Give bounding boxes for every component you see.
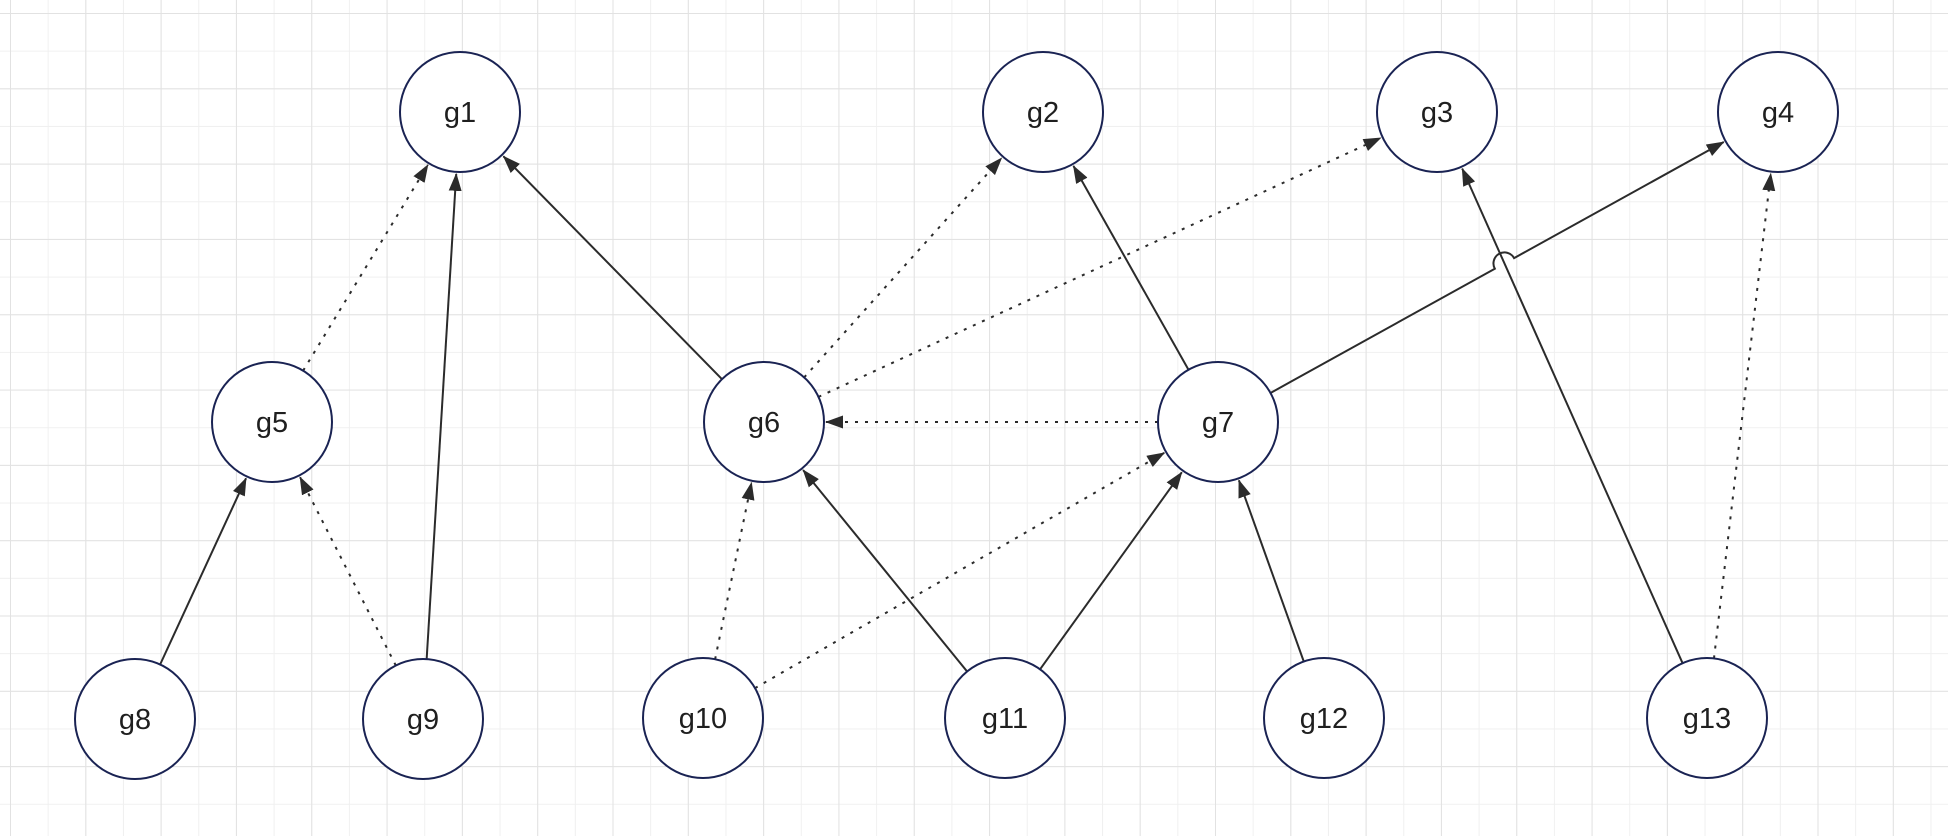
node-g1[interactable]: g1 <box>399 51 521 173</box>
node-g2[interactable]: g2 <box>982 51 1104 173</box>
node-circle-g1[interactable] <box>399 51 521 173</box>
edge-g13-g3-solid[interactable] <box>1461 167 1684 664</box>
node-g8[interactable]: g8 <box>74 658 196 780</box>
edge-g11-g6-solid[interactable] <box>802 469 968 673</box>
node-circle-g10[interactable] <box>642 657 764 779</box>
node-g11[interactable]: g11 <box>944 657 1066 779</box>
node-circle-g9[interactable] <box>362 658 484 780</box>
node-circle-g4[interactable] <box>1717 51 1839 173</box>
edge-g7-g4-solid[interactable] <box>1270 141 1725 394</box>
node-g12[interactable]: g12 <box>1263 657 1385 779</box>
node-g6[interactable]: g6 <box>703 361 825 483</box>
node-g5[interactable]: g5 <box>211 361 333 483</box>
node-circle-g3[interactable] <box>1376 51 1498 173</box>
node-circle-g12[interactable] <box>1263 657 1385 779</box>
edge-g13-g4-dotted[interactable] <box>1712 172 1776 659</box>
edge-g5-g1-dotted[interactable] <box>302 164 429 372</box>
node-g4[interactable]: g4 <box>1717 51 1839 173</box>
node-g3[interactable]: g3 <box>1376 51 1498 173</box>
edge-g9-g1-solid[interactable] <box>425 172 462 660</box>
edge-g6-g2-dotted[interactable] <box>803 157 1003 379</box>
edge-g11-g7-solid[interactable] <box>1039 471 1183 670</box>
node-g13[interactable]: g13 <box>1646 657 1768 779</box>
edge-g12-g7-solid[interactable] <box>1237 479 1305 662</box>
node-g9[interactable]: g9 <box>362 658 484 780</box>
edge-g6-g1-solid[interactable] <box>502 155 723 380</box>
edge-g8-g5-solid[interactable] <box>159 477 247 665</box>
node-circle-g5[interactable] <box>211 361 333 483</box>
node-circle-g2[interactable] <box>982 51 1104 173</box>
node-circle-g6[interactable] <box>703 361 825 483</box>
node-g7[interactable]: g7 <box>1157 361 1279 483</box>
node-circle-g13[interactable] <box>1646 657 1768 779</box>
edge-g10-g6-dotted[interactable] <box>714 481 755 660</box>
node-circle-g8[interactable] <box>74 658 196 780</box>
node-circle-g11[interactable] <box>944 657 1066 779</box>
node-g10[interactable]: g10 <box>642 657 764 779</box>
node-circle-g7[interactable] <box>1157 361 1279 483</box>
edge-g6-g3-dotted[interactable] <box>818 137 1382 398</box>
edge-g9-g5-dotted[interactable] <box>299 476 397 666</box>
edge-g10-g7-dotted[interactable] <box>754 452 1166 689</box>
edge-g7-g2-solid[interactable] <box>1072 165 1190 371</box>
